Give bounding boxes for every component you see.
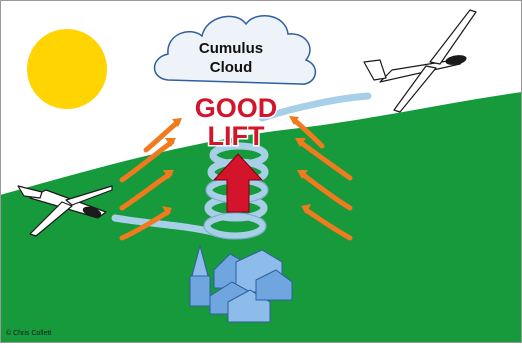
lift-label-line1: GOOD — [195, 93, 278, 123]
cloud-label-line1: Cumulus — [199, 40, 263, 57]
cloud-label-line2: Cloud — [210, 59, 253, 76]
credit-text: © Chris Collett — [6, 329, 51, 337]
sun-icon — [27, 29, 107, 109]
lift-label-line2: LIFT — [208, 121, 265, 151]
